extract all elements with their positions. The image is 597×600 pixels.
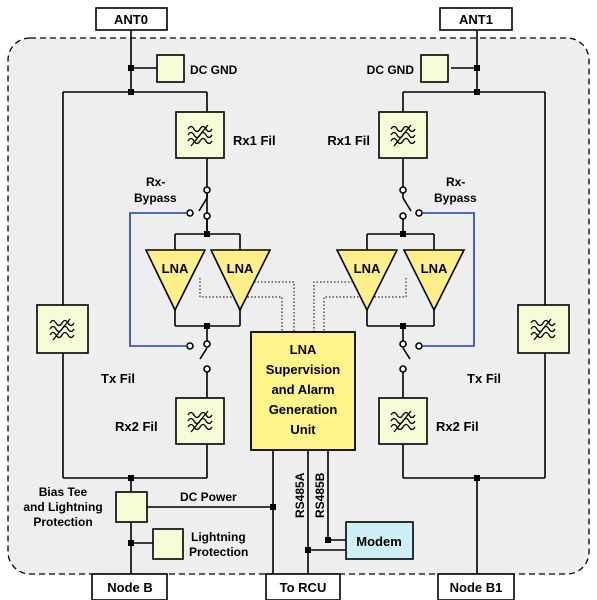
port-ant1-label: ANT1 xyxy=(459,12,493,27)
dc-gnd-left: DC GND xyxy=(156,54,238,83)
port-node-b1: Node B1 xyxy=(437,573,515,600)
lna-right-1: LNA xyxy=(335,249,399,312)
rx1-filter-left-label: Rx1 Fil xyxy=(233,133,276,148)
bias-tee-line2: and Lightning xyxy=(23,500,102,514)
lna-right-2-label: LNA xyxy=(421,261,448,276)
rx2-filter-right-label: Rx2 Fil xyxy=(436,419,479,434)
rx2-filter-left: Rx2 Fil xyxy=(115,397,225,445)
rs485b-label: RS485B xyxy=(313,472,327,518)
lna-right-2: LNA xyxy=(402,249,466,312)
rx-bypass-left-line1: Rx- xyxy=(146,175,165,189)
port-ant0-label: ANT0 xyxy=(114,12,148,27)
bias-tee: Bias Tee and Lightning Protection xyxy=(23,485,148,529)
port-node-b-label: Node B xyxy=(107,580,153,595)
port-node-b1-label: Node B1 xyxy=(450,580,503,595)
rx-bypass-left-label: Rx- Bypass xyxy=(134,175,177,205)
enclosure xyxy=(7,37,590,575)
tx-filter-left: Tx Fil xyxy=(36,304,135,386)
junction-dots xyxy=(128,65,480,553)
lna-right-1-label: LNA xyxy=(354,261,381,276)
dc-gnd-left-label: DC GND xyxy=(190,63,238,77)
dc-gnd-right: DC GND xyxy=(367,54,449,83)
lightning-line2: Protection xyxy=(189,545,248,559)
bias-tee-line1: Bias Tee xyxy=(39,485,88,499)
port-node-b: Node B xyxy=(91,573,168,600)
unit-line2: Supervision xyxy=(266,362,340,377)
port-ant1: ANT1 xyxy=(439,7,513,31)
port-ant0: ANT0 xyxy=(95,7,168,31)
port-to-rcu: To RCU xyxy=(265,573,341,600)
unit-line3: and Alarm xyxy=(271,382,334,397)
lna-left-1-label: LNA xyxy=(162,261,189,276)
rs485a-label: RS485A xyxy=(293,472,307,518)
tx-filter-left-label: Tx Fil xyxy=(101,371,135,386)
lna-left-1: LNA xyxy=(144,249,207,312)
rx-bypass-right-label: Rx- Bypass xyxy=(434,175,477,205)
tx-filter-right: Tx Fil xyxy=(467,304,570,386)
unit-line5: Unit xyxy=(290,422,316,437)
rx1-filter-right-label: Rx1 Fil xyxy=(327,133,370,148)
bias-tee-line3: Protection xyxy=(33,515,92,529)
unit-line4: Generation xyxy=(269,402,338,417)
tx-filter-right-label: Tx Fil xyxy=(467,371,501,386)
supervision-unit: LNA Supervision and Alarm Generation Uni… xyxy=(250,331,356,451)
dc-gnd-right-label: DC GND xyxy=(367,63,415,77)
dc-power-label: DC Power xyxy=(180,490,237,504)
rx-bypass-left-line2: Bypass xyxy=(134,191,177,205)
lna-left-2-label: LNA xyxy=(227,261,254,276)
right-wiring xyxy=(366,30,546,600)
rx2-filter-left-label: Rx2 Fil xyxy=(115,419,158,434)
unit-line1: LNA xyxy=(290,342,317,357)
rx-bypass-right-line2: Bypass xyxy=(434,191,477,205)
rx2-filter-right: Rx2 Fil xyxy=(378,397,479,445)
lightning-line1: Lightning xyxy=(191,530,246,544)
lightning-protection: Lightning Protection xyxy=(152,528,248,560)
rx-bypass-right-line1: Rx- xyxy=(446,175,465,189)
rx1-filter-right: Rx1 Fil xyxy=(327,111,428,159)
port-to-rcu-label: To RCU xyxy=(280,580,327,595)
rx1-filter-left: Rx1 Fil xyxy=(175,111,276,159)
lna-left-2: LNA xyxy=(209,249,272,312)
modem-label: Modem xyxy=(356,534,402,549)
modem: Modem xyxy=(345,521,414,560)
